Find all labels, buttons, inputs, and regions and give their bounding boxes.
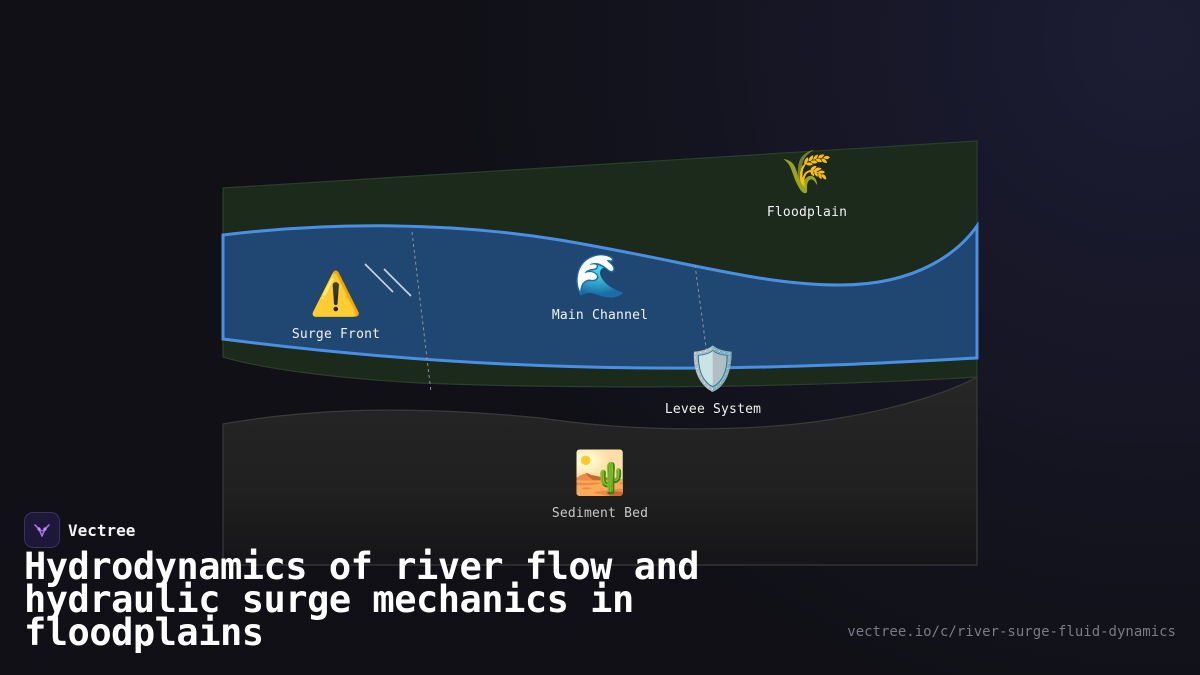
sediment-bed-label: Sediment Bed	[551, 506, 649, 521]
shield-icon: 🛡️	[686, 344, 740, 393]
source-url[interactable]: vectree.io/c/river-surge-fluid-dynamics	[847, 624, 1176, 640]
surge-motion-line	[383, 268, 412, 297]
brand[interactable]: Vectree	[24, 512, 135, 548]
main-channel	[221, 221, 979, 370]
vectree-logo-icon	[24, 512, 60, 548]
brand-name: Vectree	[68, 520, 136, 540]
sheaf-of-rice-icon: 🌾	[780, 147, 834, 196]
sediment-bed	[222, 375, 978, 566]
surge-motion-line	[364, 263, 394, 293]
surge-front-label: Surge Front	[291, 327, 381, 342]
page-title: Hydrodynamics of river flow and hydrauli…	[24, 545, 700, 654]
water-wave-icon: 🌊	[573, 251, 627, 300]
section-guide-line	[411, 231, 432, 393]
desert-icon: 🏜️	[573, 448, 627, 497]
main-channel-label: Main Channel	[551, 308, 649, 323]
floodplain-label: Floodplain	[766, 205, 848, 220]
levee-system-label: Levee System	[664, 402, 762, 417]
warning-icon: ⚠️	[309, 269, 363, 318]
